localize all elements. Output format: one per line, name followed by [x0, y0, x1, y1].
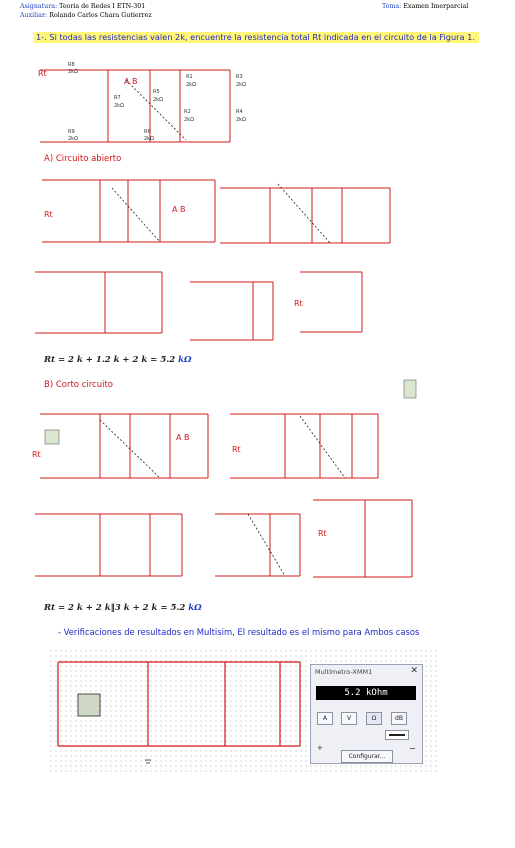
equation-b: Rt = 2 k + 2 k‖3 k + 2 k = 5.2 kΩ	[44, 603, 202, 613]
decibel-button[interactable]: dB	[391, 712, 407, 725]
topic-line: Tema: Examen Imerparcial	[382, 3, 468, 11]
ohmmeter-button[interactable]: Ω	[366, 712, 382, 725]
svg-text:Rt: Rt	[318, 529, 327, 538]
svg-text:2kΩ: 2kΩ	[184, 117, 194, 123]
svg-text:R4: R4	[236, 109, 243, 115]
equation-b-expr: Rt = 2 k + 2 k‖3 k + 2 k = 5.2	[44, 603, 189, 613]
multimeter-reading: 5.2 kOhm	[316, 686, 416, 700]
assistant-line: Auxiliar: Rolando Carlos Chara Gutierrez	[20, 12, 152, 20]
svg-text:R3: R3	[236, 74, 243, 80]
equation-b-unit: kΩ	[188, 603, 202, 613]
section-b-title: B) Corto circuito	[44, 380, 114, 390]
svg-text:R7: R7	[114, 95, 121, 101]
subject-value: Teoria de Redes I ETN-301	[59, 3, 146, 10]
settings-button[interactable]: Configurar...	[341, 750, 393, 763]
svg-text:2kΩ: 2kΩ	[236, 117, 246, 123]
close-icon[interactable]: ✕	[410, 666, 418, 676]
equation-a-expr: Rt = 2 k + 1.2 k + 2 k = 5.2	[44, 355, 179, 365]
dc-mode-button[interactable]	[385, 730, 409, 740]
probe-icon	[44, 429, 60, 445]
subject-line: Asignatura: Teoria de Redes I ETN-301	[20, 3, 145, 11]
equation-a-unit: kΩ	[178, 355, 192, 365]
svg-text:R9: R9	[68, 129, 75, 135]
minus-terminal: −	[409, 744, 416, 753]
verification-note: - Verificaciones de resultados en Multis…	[58, 627, 420, 637]
ground-icon	[145, 759, 151, 764]
multimeter-window[interactable]: Multímetro-XMM1 ✕ 5.2 kOhm A V Ω dB + − …	[310, 664, 423, 764]
svg-text:Rt: Rt	[294, 299, 303, 308]
svg-text:2kΩ: 2kΩ	[236, 82, 246, 88]
section-a-title: A) Circuito abierto	[44, 154, 122, 164]
svg-text:A B: A B	[172, 205, 186, 214]
voltmeter-button[interactable]: V	[341, 712, 357, 725]
svg-text:R2: R2	[184, 109, 191, 115]
subject-label: Asignatura:	[20, 3, 58, 10]
topic-label: Tema:	[382, 3, 402, 10]
plus-terminal: +	[317, 744, 323, 752]
svg-text:R6: R6	[144, 129, 151, 135]
svg-text:R8: R8	[68, 62, 75, 68]
svg-text:Rt: Rt	[232, 445, 241, 454]
assistant-value: Rolando Carlos Chara Gutierrez	[49, 12, 152, 19]
svg-text:R5: R5	[153, 89, 160, 95]
svg-text:2kΩ: 2kΩ	[68, 69, 78, 75]
svg-text:2kΩ: 2kΩ	[68, 136, 78, 142]
svg-text:A B: A B	[124, 77, 138, 86]
svg-text:2kΩ: 2kΩ	[153, 97, 163, 103]
svg-text:2kΩ: 2kΩ	[144, 136, 154, 142]
svg-text:Rt: Rt	[32, 450, 41, 459]
equation-a: Rt = 2 k + 1.2 k + 2 k = 5.2 kΩ	[44, 355, 192, 365]
ammeter-button[interactable]: A	[317, 712, 333, 725]
assistant-label: Auxiliar:	[20, 12, 48, 19]
svg-text:2kΩ: 2kΩ	[186, 82, 196, 88]
svg-text:R1: R1	[186, 74, 193, 80]
svg-text:Rt: Rt	[38, 69, 47, 78]
multimeter-title: Multímetro-XMM1	[315, 668, 373, 676]
svg-text:Rt: Rt	[44, 210, 53, 219]
question-text: 1-. Si todas las resistencias valen 2k, …	[33, 32, 479, 43]
probe-icon	[403, 379, 417, 399]
svg-text:2kΩ: 2kΩ	[114, 103, 124, 109]
topic-value: Examen Imerparcial	[403, 3, 469, 10]
multimeter-symbol	[77, 693, 101, 717]
svg-text:A B: A B	[176, 433, 190, 442]
